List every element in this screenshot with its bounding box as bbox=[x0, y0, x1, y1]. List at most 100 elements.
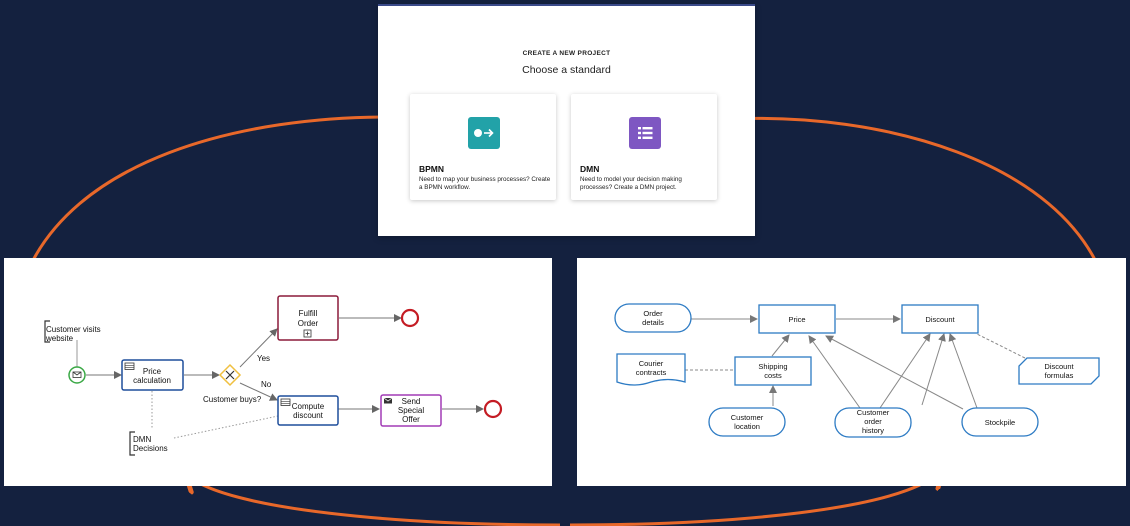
svg-text:DMN: DMN bbox=[133, 435, 151, 444]
order-details-line-2: details bbox=[642, 318, 664, 327]
bpmn-card-title: BPMN bbox=[419, 164, 445, 174]
task-fulfill-order[interactable]: Fulfill Order bbox=[277, 295, 339, 341]
input-customer-location[interactable]: Customer location bbox=[708, 407, 786, 437]
bpmn-card[interactable]: BPMN Need to map your business processes… bbox=[410, 94, 556, 200]
svg-text:website: website bbox=[45, 334, 74, 343]
dmn-table-icon bbox=[629, 117, 661, 149]
decision-price[interactable]: Price bbox=[758, 304, 836, 334]
svg-text:location: location bbox=[734, 422, 760, 431]
bpmn-diagram-panel: Customer visits website Price calculatio… bbox=[4, 258, 552, 486]
svg-text:Price: Price bbox=[788, 315, 805, 324]
start-event[interactable] bbox=[68, 366, 86, 384]
order-details-line-1: Order bbox=[643, 309, 663, 318]
svg-text:Decisions: Decisions bbox=[133, 444, 168, 453]
business-rule-icon bbox=[124, 362, 135, 370]
end-event-top[interactable] bbox=[400, 308, 420, 328]
svg-text:formulas: formulas bbox=[1045, 371, 1074, 380]
business-rule-icon bbox=[280, 398, 291, 406]
courier-line-2: contracts bbox=[636, 368, 667, 377]
location-line-1: Customer bbox=[731, 413, 764, 422]
exclusive-gateway[interactable] bbox=[218, 363, 242, 387]
location-line-2: location bbox=[734, 422, 760, 431]
svg-text:Order: Order bbox=[643, 309, 663, 318]
svg-text:Customer: Customer bbox=[857, 408, 890, 417]
curved-arrow-left bbox=[24, 115, 399, 280]
svg-text:discount: discount bbox=[293, 411, 324, 420]
gateway-label: Customer buys? bbox=[203, 395, 262, 404]
bpmn-connectors bbox=[76, 314, 484, 439]
task-price-line-2: calculation bbox=[133, 376, 171, 385]
bpmn-flow-icon bbox=[468, 117, 500, 149]
bpmn-diagram: Customer visits website Price calculatio… bbox=[44, 295, 503, 456]
formulas-line-1: Discount bbox=[1044, 362, 1074, 371]
task-send-line-1: Send bbox=[402, 397, 421, 406]
dmn-card-title: DMN bbox=[580, 164, 600, 174]
envelope-icon bbox=[72, 371, 82, 378]
svg-text:Customer visits: Customer visits bbox=[46, 325, 101, 334]
yes-label: Yes bbox=[257, 354, 270, 363]
subprocess-plus-icon bbox=[303, 329, 312, 338]
svg-text:Offer: Offer bbox=[402, 415, 420, 424]
history-line-1: Customer bbox=[857, 408, 890, 417]
no-label: No bbox=[261, 380, 272, 389]
end-event-bottom[interactable] bbox=[483, 399, 503, 419]
svg-text:history: history bbox=[862, 426, 884, 435]
svg-text:order: order bbox=[864, 417, 882, 426]
courier-line-1: Courier bbox=[639, 359, 664, 368]
bpmn-card-description: Need to map your business processes? Cre… bbox=[419, 176, 551, 191]
choose-standard-heading: Choose a standard bbox=[522, 64, 611, 76]
bkm-discount-formulas[interactable]: Discount formulas bbox=[1018, 357, 1100, 385]
task-fulfill-line-2: Order bbox=[298, 319, 319, 328]
dmn-decisions-annotation: DMN Decisions bbox=[129, 431, 168, 456]
svg-text:Customer: Customer bbox=[731, 413, 764, 422]
svg-text:Compute: Compute bbox=[292, 402, 325, 411]
create-project-panel: CREATE A NEW PROJECT Choose a standard B… bbox=[378, 4, 755, 236]
curved-arrow-right bbox=[729, 116, 1104, 280]
shipping-line-1: Shipping bbox=[758, 362, 787, 371]
history-line-3: history bbox=[862, 426, 884, 435]
svg-text:details: details bbox=[642, 318, 664, 327]
input-stockpile[interactable]: Stockpile bbox=[961, 407, 1039, 437]
input-customer-order-history[interactable]: Customer order history bbox=[834, 407, 912, 438]
svg-text:Discount: Discount bbox=[1044, 362, 1074, 371]
gateway-x-icon bbox=[225, 370, 235, 380]
task-price-calculation[interactable]: Price calculation bbox=[121, 359, 184, 391]
decision-shipping-costs[interactable]: Shipping costs bbox=[734, 356, 812, 386]
svg-text:Courier: Courier bbox=[639, 359, 664, 368]
svg-text:costs: costs bbox=[764, 371, 782, 380]
annotation-line-1: Customer visits bbox=[46, 325, 101, 334]
task-compute-discount[interactable]: Compute discount bbox=[277, 395, 339, 426]
task-compute-line-2: discount bbox=[293, 411, 324, 420]
svg-text:Stockpile: Stockpile bbox=[985, 418, 1015, 427]
svg-text:Special: Special bbox=[398, 406, 424, 415]
dmn-diagram: Order details Price Discount Courier con… bbox=[614, 303, 1100, 438]
task-send-line-3: Offer bbox=[402, 415, 420, 424]
svg-text:Order: Order bbox=[298, 319, 319, 328]
knowledge-source-courier-contracts[interactable]: Courier contracts bbox=[616, 353, 686, 386]
customer-visits-annotation: Customer visits website bbox=[44, 320, 101, 343]
svg-text:contracts: contracts bbox=[636, 368, 667, 377]
curved-arrow-bottom-left bbox=[188, 476, 561, 526]
svg-text:Fulfill: Fulfill bbox=[299, 309, 318, 318]
svg-text:Shipping: Shipping bbox=[758, 362, 787, 371]
task-price-line-1: Price bbox=[143, 367, 162, 376]
task-send-special-offer[interactable]: Send Special Offer bbox=[380, 394, 442, 427]
svg-text:Discount: Discount bbox=[925, 315, 955, 324]
svg-text:Send: Send bbox=[402, 397, 421, 406]
history-line-2: order bbox=[864, 417, 882, 426]
task-fulfill-line-1: Fulfill bbox=[299, 309, 318, 318]
decision-discount[interactable]: Discount bbox=[901, 304, 979, 334]
create-project-kicker: CREATE A NEW PROJECT bbox=[522, 50, 611, 57]
annotation-line-2: website bbox=[45, 334, 74, 343]
dmn-card[interactable]: DMN Need to model your decision making p… bbox=[571, 94, 717, 200]
input-order-details[interactable]: Order details bbox=[614, 303, 692, 333]
svg-text:Price: Price bbox=[143, 367, 162, 376]
svg-text:calculation: calculation bbox=[133, 376, 171, 385]
dmn-diagram-panel: Order details Price Discount Courier con… bbox=[577, 258, 1126, 486]
task-compute-line-1: Compute bbox=[292, 402, 325, 411]
dmn-annotation-line-2: Decisions bbox=[133, 444, 168, 453]
dmn-connectors bbox=[685, 315, 1026, 410]
dmn-card-description: Need to model your decision making proce… bbox=[580, 176, 682, 191]
dmn-annotation-line-1: DMN bbox=[133, 435, 151, 444]
send-envelope-icon bbox=[383, 397, 393, 404]
